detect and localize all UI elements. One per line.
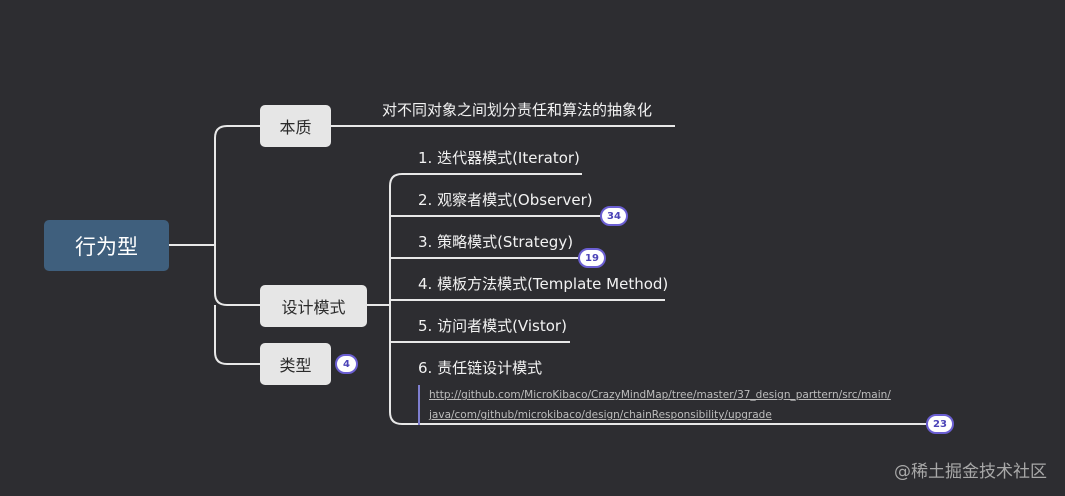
branch-types[interactable]: 类型: [260, 343, 331, 385]
connector-essence: [214, 125, 260, 139]
connector-patterns: [214, 292, 260, 306]
pattern-iterator[interactable]: 1. 迭代器模式(Iterator): [418, 149, 580, 167]
types-count-badge[interactable]: 4: [335, 354, 358, 374]
observer-count-badge[interactable]: 34: [600, 206, 628, 226]
connector-pattern-1: [389, 173, 582, 187]
root-topic[interactable]: 行为型: [44, 220, 169, 271]
root-topic-label: 行为型: [75, 234, 138, 259]
pattern-strategy[interactable]: 3. 策略模式(Strategy): [418, 233, 574, 251]
pattern-visitor[interactable]: 5. 访问者模式(Vistor): [418, 317, 567, 335]
branch-essence-label: 本质: [279, 118, 312, 137]
link-line-1[interactable]: http://github.com/MicroKibaco/CrazyMindM…: [429, 389, 891, 401]
pattern-template-method[interactable]: 4. 模板方法模式(Template Method): [418, 275, 669, 293]
branch-types-label: 类型: [279, 356, 312, 375]
pattern-chain-of-responsibility[interactable]: 6. 责任链设计模式: [418, 359, 543, 377]
watermark: @稀土掘金技术社区: [894, 462, 1047, 482]
chain-responsibility-link[interactable]: http://github.com/MicroKibaco/CrazyMindM…: [418, 385, 891, 425]
connector-types: [214, 305, 260, 365]
branch-essence[interactable]: 本质: [260, 105, 331, 147]
branch-design-patterns[interactable]: 设计模式: [260, 285, 367, 327]
branch-design-patterns-label: 设计模式: [281, 298, 346, 317]
connector-pattern-6: [389, 411, 926, 425]
chain-count-badge[interactable]: 23: [926, 414, 954, 434]
link-line-2[interactable]: java/com/github/microkibaco/design/chain…: [429, 409, 772, 421]
strategy-count-badge[interactable]: 19: [578, 248, 606, 268]
essence-description[interactable]: 对不同对象之间划分责任和算法的抽象化: [382, 101, 653, 119]
pattern-observer[interactable]: 2. 观察者模式(Observer): [418, 191, 593, 209]
